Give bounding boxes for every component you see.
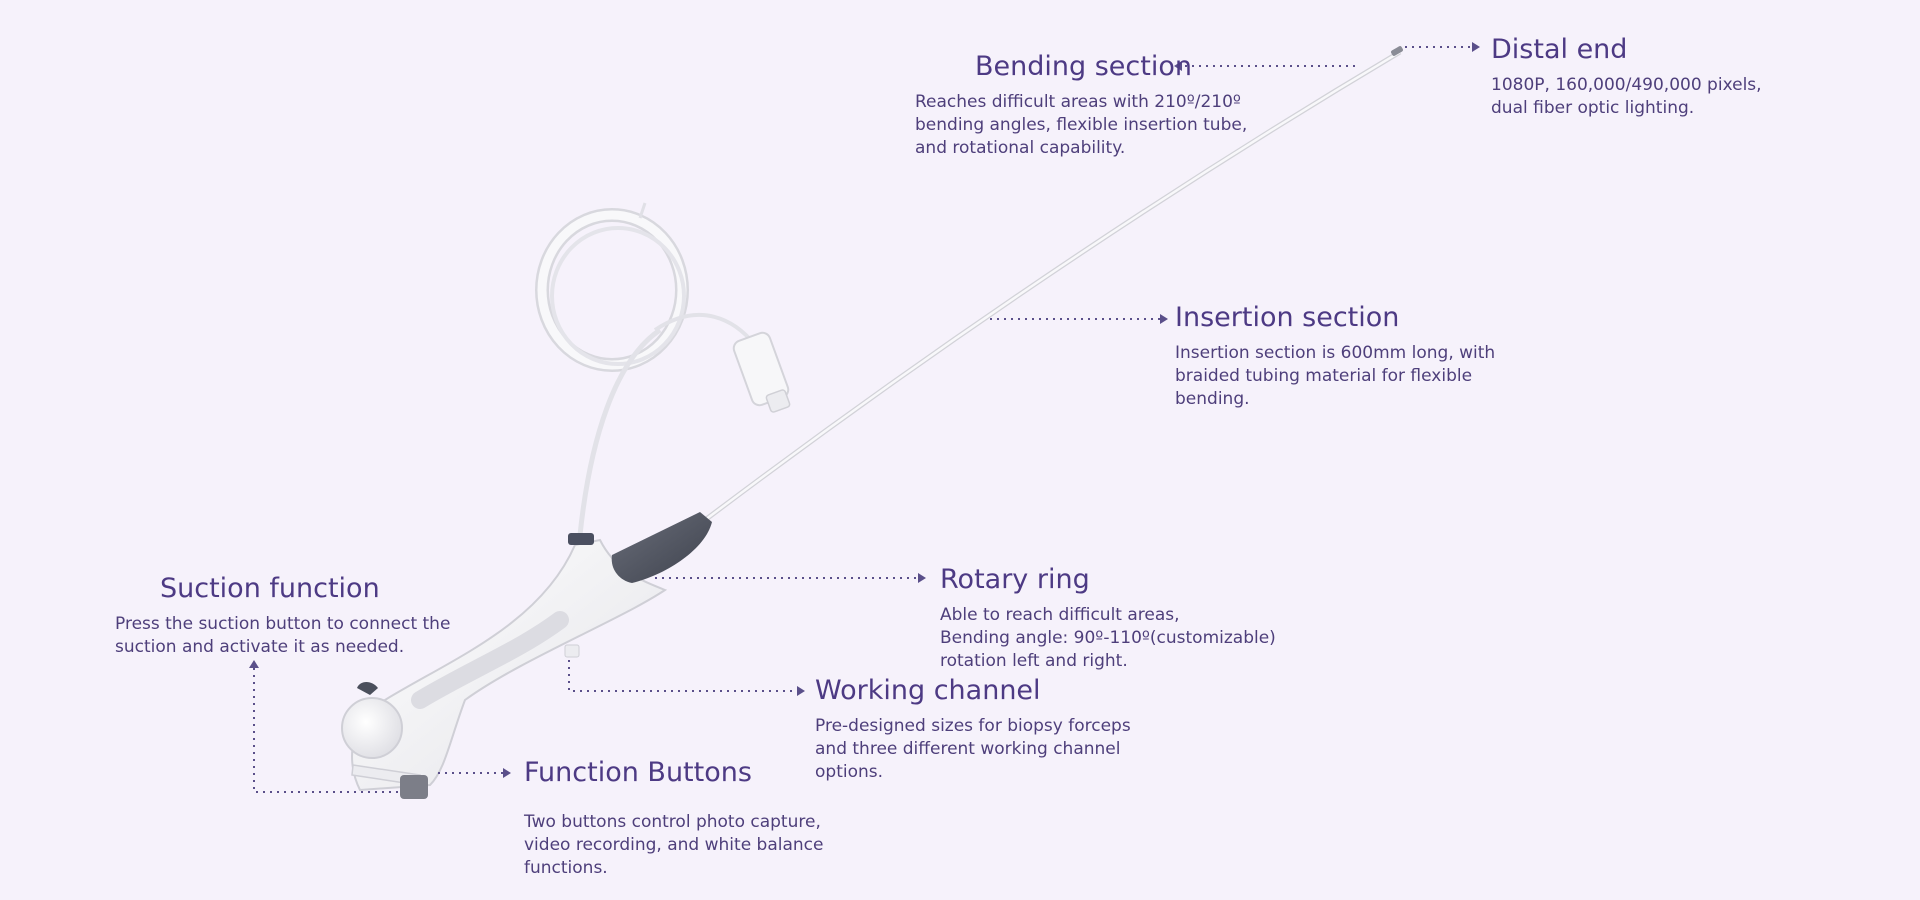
leader-lines xyxy=(253,46,1472,793)
callout-working-channel: Working channel Pre-designed sizes for b… xyxy=(815,675,1131,784)
callout-description: 1080P, 160,000/490,000 pixels, dual fibe… xyxy=(1491,75,1762,118)
arrowhead-bending xyxy=(1174,61,1182,71)
callout-description: Insertion section is 600mm long, with br… xyxy=(1175,343,1496,409)
distal-tip xyxy=(1391,46,1403,56)
arrowhead-suction xyxy=(249,660,259,668)
umbilical-cable xyxy=(577,327,662,536)
leader-arrowheads xyxy=(249,42,1480,778)
coiled-cable xyxy=(535,202,689,372)
callout-insertion-section: Insertion section Insertion section is 6… xyxy=(1175,302,1495,411)
callout-rotary-ring: Rotary ring Able to reach difficult area… xyxy=(940,564,1276,673)
callout-title: Function Buttons xyxy=(524,757,752,788)
arrowhead-distal xyxy=(1472,42,1480,52)
callout-title: Insertion section xyxy=(1175,302,1400,333)
arrowhead-rotary xyxy=(918,573,926,583)
callout-title: Working channel xyxy=(815,675,1041,706)
callout-description: Press the suction button to connect the … xyxy=(115,614,451,657)
callout-title: Suction function xyxy=(160,573,380,604)
connector-plug xyxy=(732,331,791,413)
handle xyxy=(341,533,668,799)
arrowhead-function xyxy=(503,768,511,778)
callout-bending-section: Bending section Reaches difficult areas … xyxy=(915,51,1247,160)
callout-title: Rotary ring xyxy=(940,564,1090,595)
arrowhead-insertion xyxy=(1160,314,1168,324)
arrowhead-working xyxy=(797,686,805,696)
callout-description: Two buttons control photo capture, video… xyxy=(524,812,824,878)
rotary-ring xyxy=(611,512,712,583)
callout-description: Able to reach difficult areas, Bending a… xyxy=(940,605,1276,671)
callout-description: Reaches difficult areas with 210º/210º b… xyxy=(915,92,1248,158)
callout-description: Pre-designed sizes for biopsy forceps an… xyxy=(815,716,1131,782)
callout-distal-end: Distal end 1080P, 160,000/490,000 pixels… xyxy=(1491,34,1762,120)
leader-working xyxy=(568,660,797,692)
callout-function-buttons: Function Buttons Two buttons control pho… xyxy=(524,757,823,880)
callout-title: Bending section xyxy=(975,51,1192,82)
callout-title: Distal end xyxy=(1491,34,1628,65)
callout-suction-function: Suction function Press the suction butto… xyxy=(115,573,450,659)
